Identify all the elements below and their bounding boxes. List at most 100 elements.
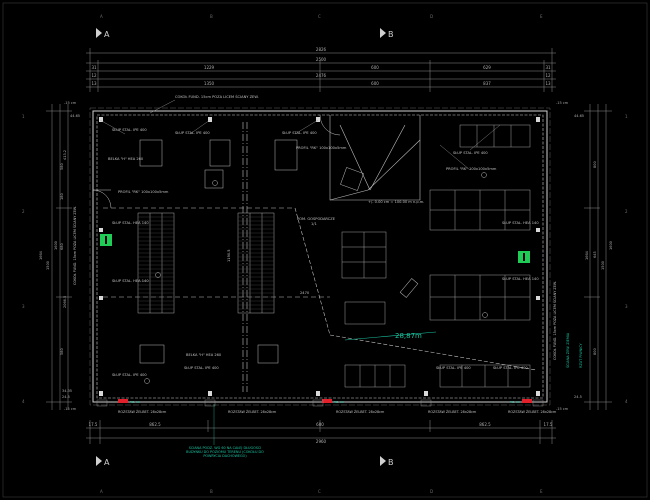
label-slup-3: SŁUP STAL. IPE 400 <box>282 131 317 135</box>
rdim-7: 24.5 <box>574 395 582 399</box>
frame-col-5b: E <box>540 489 543 494</box>
wall-columns <box>99 117 540 396</box>
label-belka-h: BELKA "H" HEA 260 <box>108 157 144 161</box>
rozstaw-4: ROZSTAW ŻELBET. 28x28cm <box>428 409 477 414</box>
dim-r2-b: 2476 <box>316 73 327 78</box>
label-rzut-right: RZUT PIWNICY <box>579 342 583 368</box>
label-profil-left: PROFIL "RK" 100x100x5mm <box>118 190 169 194</box>
rdim-tot-3: 1664 <box>585 250 589 260</box>
machines <box>139 139 488 384</box>
bdim-overall: 2960 <box>316 439 327 444</box>
frame-col-1b: A <box>100 489 103 494</box>
room-outline <box>329 115 421 201</box>
dim-inner: 2500 <box>316 57 327 62</box>
rozstaw-1: ROZSTAW ŻELBET. 28x28cm <box>118 409 167 414</box>
label-slup-2: SŁUP STAL. IPE 400 <box>175 131 210 135</box>
bdim-2: 862.5 <box>149 422 161 427</box>
label-zew-right: ŚCIANA ZEW. ZIEMIA <box>565 332 570 368</box>
shelving-hatch <box>138 216 274 310</box>
ldim-4: 413.2 <box>63 150 67 160</box>
bdim-5: 17.5 <box>544 422 553 427</box>
annotation-text: COKOŁ FUND. 15cm POZA LICEM ŚCIANY ZEW. … <box>108 94 539 377</box>
frame-row-2: 2 <box>22 209 25 214</box>
section-markers: A B A B <box>96 28 394 467</box>
mark-bottom-left: -15 cm <box>64 407 77 411</box>
frame-row-labels: 1 2 3 4 1 2 3 4 <box>22 114 628 404</box>
section-b-top: B <box>388 30 394 39</box>
frame-row-1: 1 <box>22 114 25 119</box>
tag-2: RZ. 00 <box>334 400 344 404</box>
frame-col-labels: A B C D E A B C D E <box>100 14 543 494</box>
label-hea-l2: SŁUP STAL. HEA 140 <box>112 279 149 283</box>
vertical-annotations-accent: ŚCIANA ZEW. ZIEMIA RZUT PIWNICY <box>565 332 583 368</box>
bottom-note: ŚCIANA PODZ. WG 60 NA CAŁEJ DŁUGOŚCI BUD… <box>186 404 264 458</box>
dim-r1-a: 31 <box>91 65 97 70</box>
dim-overall: 2826 <box>316 47 327 52</box>
rdim-tot-1: 1500 <box>601 261 605 270</box>
bottom-dimensions <box>86 420 556 444</box>
frame-row-4: 4 <box>22 399 25 404</box>
dim-r1-e: 31 <box>545 65 551 70</box>
label-belka-h2: BELKA "H" HEA 260 <box>186 353 222 357</box>
section-a-bottom: A <box>104 458 110 467</box>
ldim-3: 580 <box>60 163 64 170</box>
frame-col-3: C <box>318 14 321 19</box>
label-hea-l1: SŁUP STAL. HEA 140 <box>112 221 149 225</box>
exit-sign-right <box>518 251 530 263</box>
dim-r1-c: 600 <box>371 65 379 70</box>
level-tag-text: RZ. 00 RZ. 00 RZ. 00 <box>130 400 520 404</box>
label-cokol-right: COKOŁ FUND. 15cm POZA LICEM ŚCIANY ZEW. <box>552 281 557 360</box>
dim-r3-c: 600 <box>371 81 379 86</box>
label-slup-1: SŁUP STAL. IPE 400 <box>112 128 147 132</box>
top-dimension-text: 2826 2500 31 1229 600 629 31 12 2476 12 … <box>91 47 551 86</box>
label-pom-no: 1/1 <box>311 222 317 226</box>
label-elev: +/- 0.00 cm = 100.00 m n.p.m. <box>368 200 424 204</box>
label-slup-br1: SŁUP STAL. IPE 400 <box>436 366 471 370</box>
rdim-1: 44.65 <box>574 114 584 118</box>
vertical-annotations: COKOŁ FUND. 15cm POZA LICEM ŚCIANY ZEW. … <box>72 206 557 360</box>
dim-r1-d: 629 <box>483 65 491 70</box>
level-marks: -15 cm -15 cm -15 cm -15 cm <box>64 101 569 411</box>
ldim-9: 580 <box>60 348 64 355</box>
mark-bottom-right: -15 cm <box>556 407 569 411</box>
ldim-5: 180 <box>60 193 64 200</box>
pallet-grid-right <box>341 124 531 388</box>
rdim-3: 800 <box>593 161 597 168</box>
label-hea-r1: SŁUP STAL. HEA 140 <box>502 221 539 225</box>
shelving-left <box>137 212 275 314</box>
label-profil-right: PROFIL "RK" 100x100x5mm <box>446 167 497 171</box>
ldim-1: 44.65 <box>70 114 80 118</box>
foundation-labels: ROZSTAW ŻELBET. 28x28cm ROZSTAW ŻELBET. … <box>118 409 557 414</box>
frame-row-2r: 2 <box>625 209 628 214</box>
label-profil-mid: PROFIL "RK" 100x100x5mm <box>296 146 347 150</box>
left-dimensions <box>46 104 72 410</box>
label-slup-br2: SŁUP STAL. IPE 400 <box>493 366 528 370</box>
dim-r3-a: 13 <box>91 81 97 86</box>
label-slup-bl: SŁUP STAL. IPE 400 <box>112 373 147 377</box>
door-swings <box>92 114 341 209</box>
rdim-5: 800 <box>593 348 597 355</box>
frame-col-3b: C <box>318 489 321 494</box>
level-tags <box>118 399 532 403</box>
section-a-top: A <box>104 30 110 39</box>
rdim-4: 645 <box>593 251 597 258</box>
building-walls <box>89 107 551 406</box>
label-cokol-left: COKOŁ FUND. 15cm POZA LICEM ŚCIANY ZEW. <box>72 206 77 285</box>
frame-col-4b: D <box>430 489 433 494</box>
dim-r3-e: 13 <box>545 81 551 86</box>
dim-r3-d: 837 <box>483 81 491 86</box>
label-slup-bm: SŁUP STAL. IPE 400 <box>184 366 219 370</box>
rdim-tot-2: 1600 <box>609 241 613 250</box>
ldim-8: 2066.5 <box>63 296 67 308</box>
bdim-3: 600 <box>316 422 324 427</box>
rozstaw-3: ROZSTAW ŻELBET. 28x28cm <box>336 409 385 414</box>
dim-r2-a: 12 <box>91 73 97 78</box>
bdim-4: 862.5 <box>479 422 491 427</box>
label-pom: POM. GOSPODARCZE <box>297 217 336 221</box>
frame-row-3r: 3 <box>625 304 628 309</box>
evacuation-path <box>344 331 437 341</box>
frame-col-1: A <box>100 14 103 19</box>
mark-right: -15 cm <box>556 101 569 105</box>
tag-3: RZ. 00 <box>510 400 520 404</box>
note-text: ŚCIANA PODZ. WG 60 NA CAŁEJ DŁUGOŚCI BUD… <box>186 446 264 458</box>
